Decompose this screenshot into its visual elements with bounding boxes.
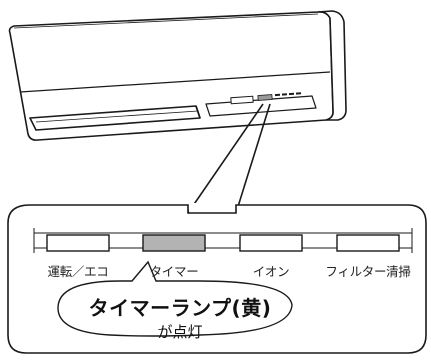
panel-button-3[interactable] [239,234,303,252]
callout-bubble [57,260,293,337]
timer-lamp-title: タイマーランプ(黄) [88,296,272,320]
panel-button-label-4: フィルター清掃 [325,264,411,279]
panel-button-4[interactable] [336,234,400,252]
panel-buttons [46,234,400,252]
timer-lamp-subtitle: が点灯 [157,323,203,341]
aircon-unit [8,10,347,141]
panel-button-label-2: タイマー [149,264,199,279]
callout-pointer [187,103,271,214]
panel-button-label-3: イオン [252,264,290,279]
panel-button-label-1: 運転／エコ [47,264,109,279]
panel-button-2[interactable] [142,234,206,252]
panel-button-1[interactable] [46,234,110,252]
